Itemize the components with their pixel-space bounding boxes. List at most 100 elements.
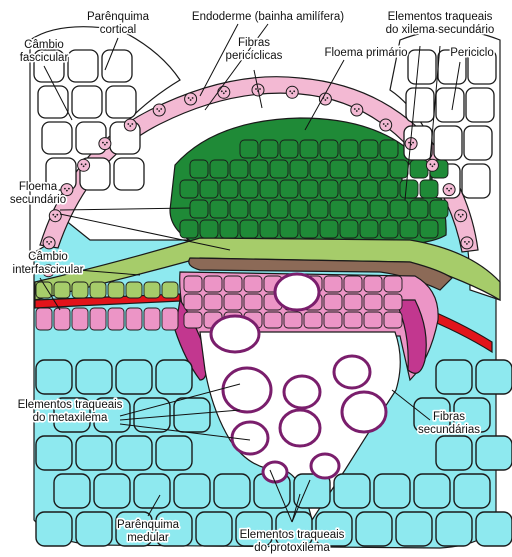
xylem-cell xyxy=(384,276,402,292)
ray-cell xyxy=(108,282,124,298)
phloem-cell xyxy=(240,220,258,238)
phloem-cell xyxy=(320,220,338,238)
starch-grain xyxy=(129,125,131,127)
label-line: Periciclo xyxy=(450,47,493,59)
ray-cell xyxy=(162,282,178,298)
xylem-cell xyxy=(304,312,322,328)
xylem-cell xyxy=(344,312,362,328)
xylem-cell xyxy=(364,276,382,292)
vessel-element xyxy=(284,376,320,408)
xylem-cell xyxy=(324,276,342,292)
phloem-cell xyxy=(300,180,318,198)
phloem-cell xyxy=(370,160,388,178)
ray-cell xyxy=(108,308,124,330)
starch-grain xyxy=(106,142,108,144)
label-line: do metaxilema xyxy=(33,412,108,424)
starch-grain xyxy=(56,214,58,216)
xylem-cell xyxy=(184,294,202,310)
starch-grain xyxy=(102,142,104,144)
label-endoderme: Endoderme (bainha amilífera) xyxy=(192,11,344,23)
starch-grain xyxy=(50,241,52,243)
xylem-cell xyxy=(324,312,342,328)
medullary-cell xyxy=(174,474,210,508)
phloem-cell xyxy=(410,200,428,218)
phloem-cell xyxy=(230,160,248,178)
label-line: fascicular xyxy=(20,52,69,64)
medullary-cell xyxy=(156,436,192,470)
starch-grain xyxy=(460,216,462,218)
starch-grain xyxy=(327,97,329,99)
label-line: Parênquima xyxy=(117,519,180,531)
phloem-cell xyxy=(430,200,448,218)
medullary-cell xyxy=(54,474,90,508)
medullary-cell xyxy=(356,512,392,546)
medullary-cell xyxy=(36,436,72,470)
phloem-cell xyxy=(340,220,358,238)
xylem-cell xyxy=(384,312,402,328)
pericycle-cell xyxy=(461,237,473,249)
phloem-cell xyxy=(230,200,248,218)
phloem-cell xyxy=(330,200,348,218)
phloem-cell xyxy=(370,200,388,218)
phloem-cell xyxy=(380,180,398,198)
medullary-cell xyxy=(76,436,112,470)
starch-grain xyxy=(225,90,227,92)
starch-grain xyxy=(434,163,436,165)
label-line: pericíclicas xyxy=(226,50,283,62)
ray-cell xyxy=(144,282,160,298)
label-line: Elementos traqueais xyxy=(240,529,345,541)
vessel-element xyxy=(280,410,320,446)
medullary-cell xyxy=(134,398,170,432)
medullary-cell xyxy=(214,474,250,508)
medullary-cell xyxy=(436,436,472,470)
starch-grain xyxy=(156,108,158,110)
starch-grain xyxy=(356,110,358,112)
vessel-element xyxy=(211,316,259,352)
label-line: secundário xyxy=(10,194,66,206)
label-line: Câmbio xyxy=(24,39,64,51)
phloem-cell xyxy=(380,140,398,158)
starch-grain xyxy=(383,123,385,125)
starch-grain xyxy=(54,216,56,218)
medullary-cell xyxy=(76,360,112,394)
starch-grain xyxy=(408,142,410,144)
phloem-cell xyxy=(300,220,318,238)
cortical-cell xyxy=(464,126,492,160)
starch-grain xyxy=(52,214,54,216)
xylem-cell xyxy=(184,312,202,328)
label-elementos-traqueais-xilema-secundario: Elementos traqueaisdo xilema secundário xyxy=(386,11,495,36)
phloem-cell xyxy=(240,140,258,158)
xylem-cell xyxy=(324,294,342,310)
phloem-cell xyxy=(270,200,288,218)
label-line: Endoderme (bainha amilífera) xyxy=(192,11,344,23)
cortical-cell xyxy=(106,86,136,118)
medullary-cell xyxy=(414,474,450,508)
phloem-cell xyxy=(390,200,408,218)
xylem-cell xyxy=(364,294,382,310)
label-line: do protoxilema xyxy=(254,542,330,554)
cortical-cell xyxy=(408,50,436,84)
medullary-cell xyxy=(334,474,370,508)
pericycle-cell xyxy=(124,119,136,131)
pericycle-cell xyxy=(455,210,467,222)
medullary-cell xyxy=(76,512,112,546)
phloem-cell xyxy=(250,200,268,218)
phloem-cell xyxy=(360,220,378,238)
ray-cell xyxy=(54,282,70,298)
starch-grain xyxy=(192,97,194,99)
phloem-cell xyxy=(210,160,228,178)
starch-grain xyxy=(458,214,460,216)
ray-cell xyxy=(90,308,106,330)
starch-grain xyxy=(127,123,129,125)
starch-grain xyxy=(131,123,133,125)
cortical-cell xyxy=(72,86,102,118)
phloem-cell xyxy=(280,140,298,158)
starch-grain xyxy=(160,108,162,110)
phloem-cell xyxy=(220,220,238,238)
ray-cell xyxy=(54,308,70,330)
pericycle-cell xyxy=(443,184,455,196)
medullary-cell xyxy=(396,512,432,546)
ray-cell xyxy=(144,308,160,330)
starch-grain xyxy=(46,241,48,243)
